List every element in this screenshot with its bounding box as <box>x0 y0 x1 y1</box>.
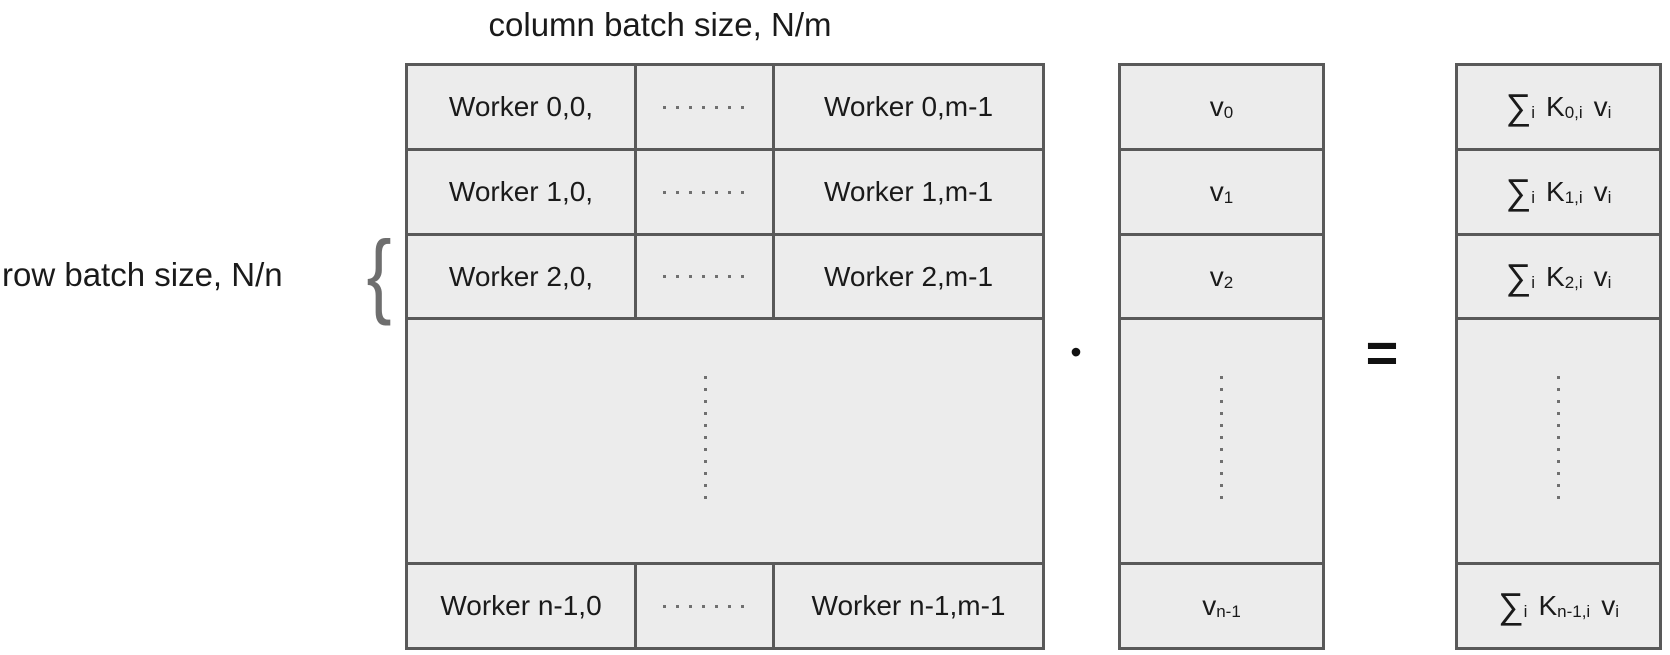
v-symbol: v <box>1593 260 1608 292</box>
vertical-ellipsis-icon <box>1556 376 1560 506</box>
sigma-symbol: ∑ <box>1505 86 1532 127</box>
v-symbol: v <box>1593 91 1608 122</box>
matrix-cell-worker-n1-m1: Worker n-1,m-1 <box>775 565 1042 647</box>
matrix-cell-ellipsis-0 <box>637 66 772 148</box>
horizontal-ellipsis-icon <box>663 275 746 278</box>
row-batch-size-label: row batch size, N/n <box>2 256 283 293</box>
matrix-cell-worker-0-m1: Worker 0,m-1 <box>775 66 1042 148</box>
column-batch-size-label: column batch size, N/m <box>488 6 832 43</box>
matrix-cell-worker-n1-0: Worker n-1,0 <box>408 565 634 647</box>
matrix-row-2: Worker 2,0, Worker 2,m-1 <box>408 236 1042 317</box>
matrix-cell-worker-1-0: Worker 1,0, <box>408 151 634 233</box>
v-symbol: v <box>1593 176 1608 207</box>
vertical-ellipsis-icon <box>704 376 707 506</box>
matrix-cell-ellipsis-1 <box>637 151 772 233</box>
v0-label: v <box>1209 91 1224 122</box>
worker-matrix: Worker 0,0, Worker 0,m-1 Worker 1,0, Wor… <box>405 63 1045 650</box>
k-symbol: K <box>1538 590 1558 621</box>
sigma-symbol: ∑ <box>1505 171 1532 212</box>
vertical-ellipsis-icon <box>1219 376 1223 506</box>
worker-1-m1-label: Worker 1,m-1 <box>823 176 994 207</box>
horizontal-ellipsis-icon <box>663 604 746 608</box>
sigma-symbol: ∑ <box>1498 585 1524 626</box>
matrix-cell-ellipsis-2 <box>637 236 772 317</box>
matrix-cell-ellipsis-n1 <box>637 565 772 647</box>
v-symbol: v <box>1601 590 1616 621</box>
sigma-symbol: ∑ <box>1505 255 1532 297</box>
matrix-row-n1: Worker n-1,0 Worker n-1,m-1 <box>408 565 1042 647</box>
equals-operator: = <box>1365 320 1399 384</box>
matrix-vertical-ellipsis-cell <box>408 320 1042 562</box>
result-vertical-ellipsis-cell <box>1458 320 1659 562</box>
horizontal-ellipsis-icon <box>663 105 746 109</box>
matrix-row-1: Worker 1,0, Worker 1,m-1 <box>408 151 1042 233</box>
multiply-operator: • <box>1070 333 1082 370</box>
matrix-cell-worker-0-0: Worker 0,0, <box>408 66 634 148</box>
k-symbol: K <box>1546 176 1565 207</box>
vn1-label: v <box>1202 590 1217 621</box>
worker-1-0-label: Worker 1,0, <box>448 176 594 207</box>
matrix-cell-worker-1-m1: Worker 1,m-1 <box>775 151 1042 233</box>
v1-label: v <box>1209 176 1224 207</box>
worker-0-0-label: Worker 0,0, <box>448 91 594 122</box>
horizontal-ellipsis-icon <box>663 190 746 194</box>
v2-label: v <box>1209 260 1224 292</box>
k-symbol: K <box>1546 260 1565 292</box>
matrix-cell-worker-2-0: Worker 2,0, <box>408 236 634 317</box>
worker-n1-0-label: Worker n-1,0 <box>440 590 602 621</box>
worker-n1-m1-label: Worker n-1,m-1 <box>811 590 1006 621</box>
matrix-row-0: Worker 0,0, Worker 0,m-1 <box>408 66 1042 148</box>
vector-vertical-ellipsis-cell <box>1121 320 1322 562</box>
k-symbol: K <box>1546 91 1565 122</box>
worker-2-0-label: Worker 2,0, <box>448 260 594 292</box>
worker-0-m1-label: Worker 0,m-1 <box>823 91 994 122</box>
matrix-cell-worker-2-m1: Worker 2,m-1 <box>775 236 1042 317</box>
worker-2-m1-label: Worker 2,m-1 <box>823 260 994 292</box>
curly-brace: { <box>366 221 392 326</box>
